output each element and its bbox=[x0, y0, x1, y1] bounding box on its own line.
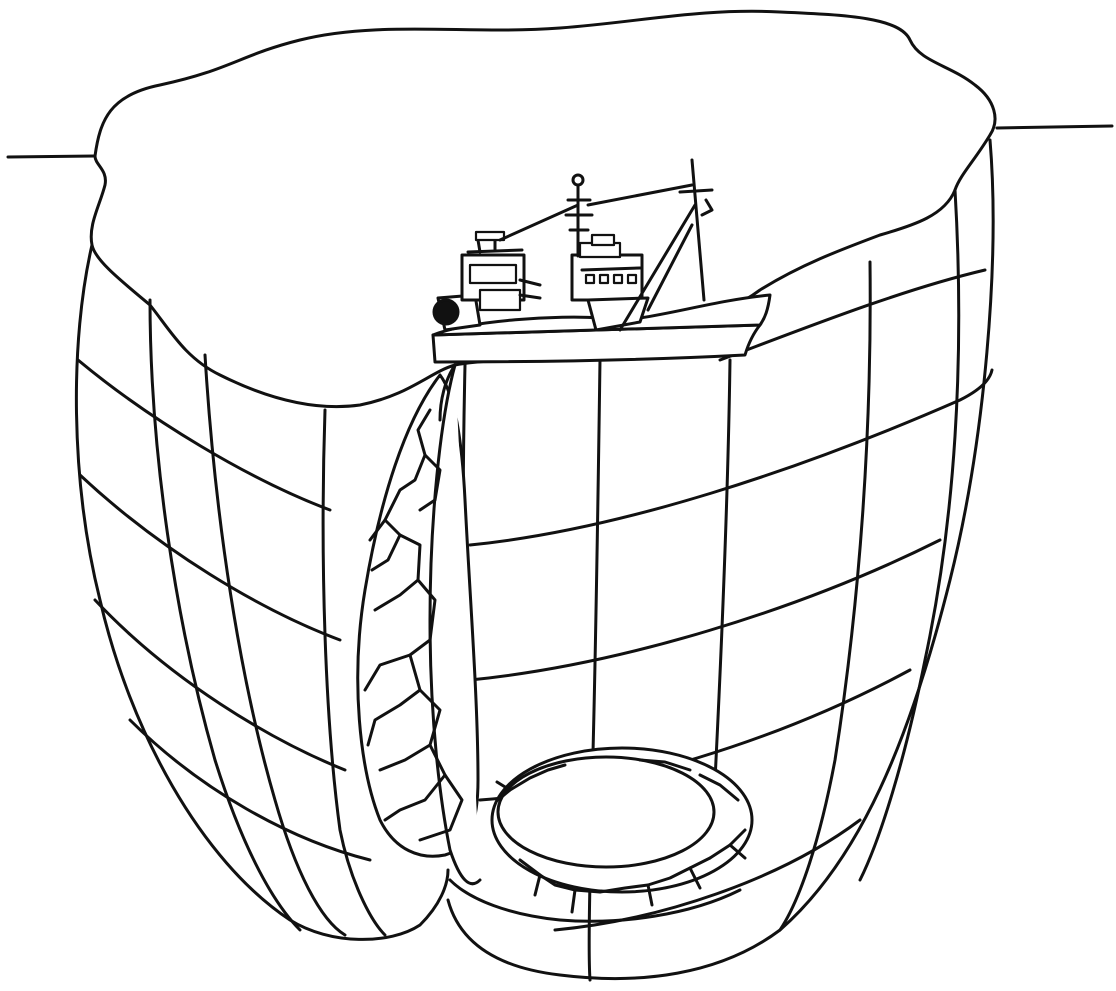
net-latitudes bbox=[76, 268, 994, 932]
fishing-boat bbox=[431, 158, 772, 364]
horizon-line bbox=[6, 124, 1114, 159]
purse-line bbox=[438, 363, 457, 422]
net-inner-fold bbox=[356, 363, 482, 886]
rigging bbox=[498, 183, 697, 332]
net-body bbox=[74, 138, 995, 981]
hex-mesh-left bbox=[363, 408, 464, 842]
main-mast bbox=[564, 173, 594, 258]
purse-ring bbox=[448, 746, 754, 923]
hex-mesh-ring bbox=[495, 758, 747, 914]
net-surface bbox=[89, 9, 997, 409]
fore-mast bbox=[678, 158, 714, 302]
aft-gantry bbox=[460, 230, 542, 312]
